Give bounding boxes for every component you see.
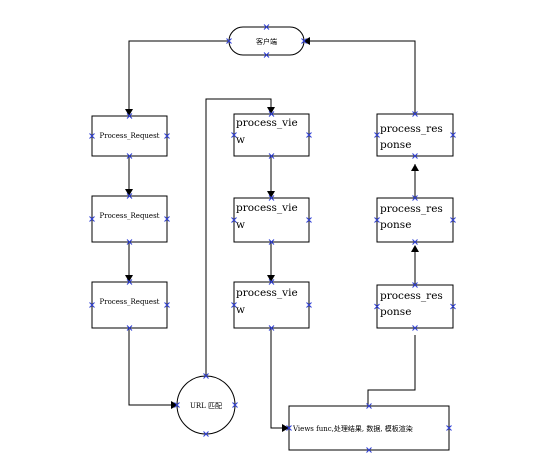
arrowhead-down-icon — [125, 189, 133, 196]
node-request-3-label: Process_Request — [100, 298, 160, 306]
node-response-2[interactable]: process_res ponse — [376, 197, 454, 243]
connection-handle-icon — [412, 111, 418, 117]
connection-handle-icon — [306, 217, 312, 223]
arrowhead-down-icon — [125, 275, 133, 282]
node-views-func[interactable]: Views func,处理结果, 数据, 模板渲染 — [288, 405, 450, 451]
connection-handle-icon — [366, 447, 372, 453]
node-view-3-line-2: w — [236, 304, 245, 316]
node-response-3-line-1: process_res — [380, 290, 443, 302]
arrowhead-down-icon — [267, 191, 275, 198]
connection-handle-icon — [232, 402, 238, 408]
connection-handle-icon — [89, 133, 95, 139]
edge-url-match-to-view-1 — [205, 98, 272, 376]
connection-handle-icon — [164, 133, 170, 139]
connection-handle-icon — [306, 132, 312, 138]
node-response-2-line-1: process_res — [380, 203, 443, 215]
node-request-1[interactable]: Process_Request — [91, 115, 168, 157]
edge-response-1-to-client — [309, 40, 416, 114]
connection-handle-icon — [268, 279, 275, 285]
connection-handle-icon — [231, 217, 237, 223]
connection-handle-icon — [263, 24, 270, 30]
arrowhead-down-icon — [125, 109, 133, 116]
node-response-1[interactable]: process_res ponse — [376, 113, 454, 157]
connection-handle-icon — [126, 193, 133, 199]
node-view-1-line-1: process_vie — [236, 117, 298, 129]
connection-handle-icon — [164, 216, 170, 222]
connection-handle-icon — [126, 113, 133, 119]
connection-handle-icon — [450, 132, 456, 138]
node-views-func-label: Views func,处理结果, 数据, 模板渲染 — [292, 424, 413, 433]
connection-handle-icon — [164, 302, 170, 308]
connection-handle-icon — [374, 217, 380, 223]
node-request-2-label: Process_Request — [100, 212, 160, 220]
connection-handle-icon — [412, 239, 418, 245]
connection-handle-icon — [450, 217, 456, 223]
connection-handle-icon — [412, 153, 418, 159]
connection-handle-icon — [89, 216, 95, 222]
node-response-2-line-2: ponse — [380, 219, 411, 231]
edge-view-3-to-views-func — [270, 328, 284, 429]
connection-handle-icon — [446, 425, 452, 431]
connection-handle-icon — [412, 195, 418, 201]
node-view-2[interactable]: process_vie w — [233, 197, 310, 243]
arrowhead-up-icon — [411, 164, 419, 171]
edge-views-func-to-response-3 — [367, 335, 416, 406]
connection-handle-icon — [268, 239, 275, 245]
node-response-1-line-1: process_res — [380, 123, 443, 135]
connection-handle-icon — [301, 38, 307, 44]
arrowhead-down-icon — [267, 275, 275, 282]
connection-handles — [89, 24, 456, 453]
node-view-3-line-1: process_vie — [236, 287, 298, 299]
connection-handle-icon — [126, 239, 133, 245]
node-view-1[interactable]: process_vie w — [233, 113, 310, 157]
node-request-1-label: Process_Request — [100, 132, 160, 140]
connection-handle-icon — [268, 111, 275, 117]
connection-handle-icon — [226, 38, 232, 44]
connection-handle-icon — [286, 425, 292, 431]
connection-handle-icon — [203, 431, 209, 437]
connection-handle-icon — [268, 325, 275, 331]
node-url-match-label: URL 匹配 — [190, 402, 222, 410]
connection-handle-icon — [263, 52, 270, 58]
connection-handle-icon — [374, 303, 380, 310]
node-client-label: 客户端 — [256, 37, 277, 46]
arrowhead-right-icon — [171, 401, 178, 409]
connection-handle-icon — [174, 402, 180, 408]
connection-handle-icon — [450, 303, 456, 310]
connection-handle-icon — [231, 132, 237, 138]
edge-request-3-to-url-match — [128, 328, 171, 406]
connection-handle-icon — [366, 403, 372, 409]
node-view-2-line-1: process_vie — [236, 202, 298, 214]
connection-handle-icon — [374, 132, 380, 138]
node-view-1-line-2: w — [236, 134, 245, 146]
arrowhead-left-icon — [303, 37, 310, 45]
node-client[interactable]: 客户端 — [228, 26, 305, 56]
node-response-1-line-2: ponse — [380, 139, 411, 151]
edge-client-to-request-1 — [128, 40, 229, 112]
connection-handle-icon — [126, 279, 133, 285]
connection-handle-icon — [126, 153, 133, 159]
connection-handle-icon — [268, 153, 275, 159]
connection-handle-icon — [412, 325, 418, 331]
arrowheads — [125, 37, 419, 432]
arrowhead-right-icon — [282, 424, 289, 432]
node-url-match[interactable]: URL 匹配 — [176, 375, 236, 435]
arrowhead-up-icon — [411, 245, 419, 252]
arrowhead-down-icon — [267, 107, 275, 114]
node-request-3[interactable]: Process_Request — [91, 281, 168, 329]
connection-handle-icon — [126, 325, 133, 331]
connection-handle-icon — [89, 302, 95, 308]
connection-handle-icon — [203, 373, 209, 379]
node-response-3[interactable]: process_res ponse — [376, 284, 454, 329]
connection-handle-icon — [412, 282, 418, 288]
node-view-2-line-2: w — [236, 219, 245, 231]
node-view-3[interactable]: process_vie w — [233, 281, 310, 329]
node-request-2[interactable]: Process_Request — [91, 195, 168, 243]
connection-handle-icon — [268, 195, 275, 201]
node-response-3-line-2: ponse — [380, 306, 411, 318]
edges — [128, 40, 416, 429]
connection-handle-icon — [231, 302, 237, 308]
connection-handle-icon — [306, 302, 312, 308]
